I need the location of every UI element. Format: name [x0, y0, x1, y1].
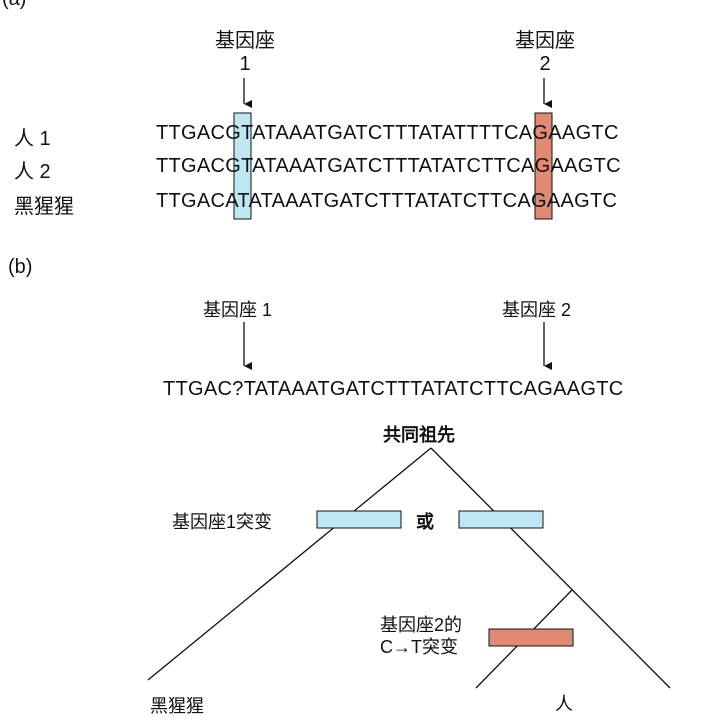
tree-branch-right — [430, 447, 671, 689]
locus1-number: 1 — [239, 53, 251, 75]
locus1-mutation-box-right — [458, 510, 544, 529]
leaf-chimp-label: 黑猩猩 — [150, 696, 204, 716]
tree-branch-left — [147, 447, 432, 681]
locus1-mutation-box-left — [316, 510, 402, 529]
sequence-human1: TTGACGTATAAATGATCTTTATATTTTCAGAAGTC — [156, 122, 619, 144]
panel-b-label: (b) — [8, 256, 33, 278]
locus1-highlight-box — [233, 112, 252, 220]
row-label-human2: 人 2 — [14, 161, 51, 183]
row-label-chimp: 黑猩猩 — [14, 196, 74, 218]
sequence-human2: TTGACGTATAAATGATCTTTATATCTTCAGAAGTC — [156, 155, 621, 177]
locus2-mutation-line2: C→T突变 — [380, 637, 458, 657]
locus2-mutation-box — [488, 628, 574, 647]
panel-a-label: (a) — [2, 0, 26, 11]
sequence-chimp: TTGACATATAAATGATCTTTATATCTTCAGAAGTC — [156, 190, 618, 212]
locus1-name: 基因座 — [215, 30, 275, 52]
b-locus1-label: 基因座 1 — [203, 300, 273, 320]
row-label-human1: 人 1 — [14, 128, 51, 150]
locus2-name: 基因座 — [515, 30, 575, 52]
ancestral-sequence: TTGAC?TATAAATGATCTTTATATCTTCAGAAGTC — [163, 378, 624, 400]
locus1-header: 基因座 1 — [205, 24, 285, 76]
locus1-mutation-label: 基因座1突变 — [172, 512, 273, 532]
locus2-highlight-box — [534, 112, 553, 220]
locus2-header: 基因座 2 — [505, 24, 585, 76]
or-label: 或 — [416, 512, 434, 532]
b-locus2-label: 基因座 2 — [502, 300, 572, 320]
common-ancestor-label: 共同祖先 — [383, 425, 455, 445]
locus2-mutation-label: 基因座2的 C→T突变 — [380, 614, 462, 658]
locus2-number: 2 — [539, 53, 551, 75]
leaf-human-label: 人 — [555, 694, 573, 714]
locus2-mutation-line1: 基因座2的 — [380, 615, 463, 635]
